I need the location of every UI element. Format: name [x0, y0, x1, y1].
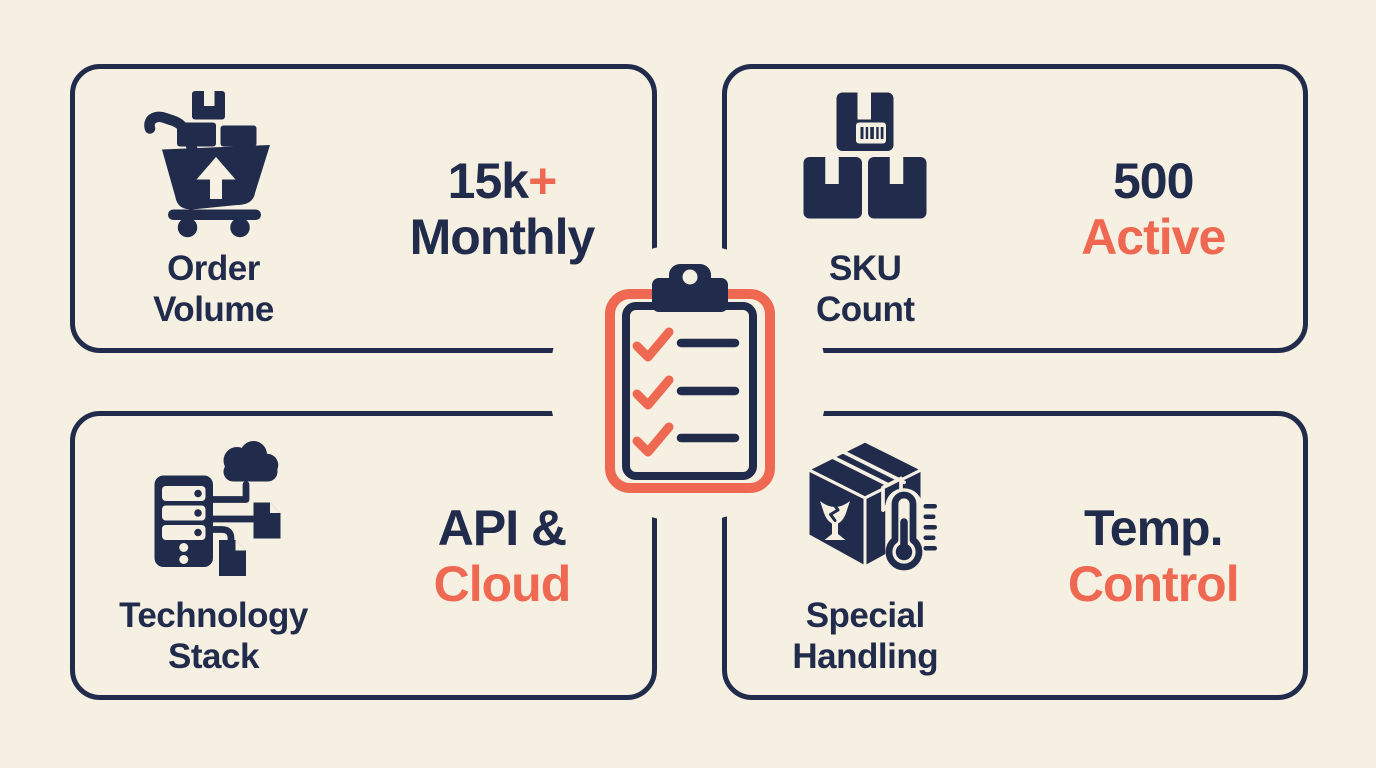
- card-label: Technology Stack: [119, 595, 308, 677]
- card-label-line1: Technology: [119, 595, 308, 635]
- card-technology-stack: Technology Stack API & Cloud: [70, 411, 657, 700]
- value-main: Temp.: [1083, 499, 1224, 556]
- stacked-boxes-icon: [803, 92, 927, 218]
- card-value-line2: Cloud: [433, 555, 572, 612]
- card-value-line1: Temp.: [1083, 499, 1224, 556]
- card-value-line1: API &: [437, 499, 567, 556]
- clipboard-checklist-icon: [605, 264, 775, 493]
- shopping-cart-icon: [144, 90, 271, 237]
- card-label: SKU Count: [816, 248, 915, 330]
- card-value-column: 500 Active: [1003, 69, 1303, 348]
- card-label-line2: Count: [815, 289, 915, 329]
- card-value-line2: Monthly: [409, 208, 596, 265]
- card-sku-count: SKU Count 500 Active: [722, 64, 1308, 353]
- card-value-column: API & Cloud: [352, 416, 652, 695]
- card-icon-label-column: Order Volume: [75, 69, 352, 348]
- card-label-line2: Volume: [153, 289, 274, 329]
- card-label: Order Volume: [153, 248, 274, 330]
- value-main: 15k: [447, 152, 529, 209]
- card-label-line2: Stack: [168, 636, 259, 676]
- card-value-line1: 15k+: [447, 152, 558, 209]
- card-label-line2: Handling: [792, 636, 939, 676]
- card-label-line1: SKU: [829, 248, 902, 288]
- card-value-column: 15k+ Monthly: [352, 69, 652, 348]
- card-icon-label-column: Technology Stack: [75, 416, 352, 695]
- card-label-line1: Special: [805, 595, 926, 635]
- card-label: Special Handling: [792, 595, 938, 677]
- value-main: 500: [1113, 152, 1194, 209]
- card-value-line2: Control: [1067, 555, 1240, 612]
- server-cloud-icon: [154, 440, 281, 576]
- card-order-volume: Order Volume 15k+ Monthly: [70, 64, 657, 353]
- card-value-line2: Active: [1081, 208, 1226, 265]
- card-icon-label-column: SKU Count: [727, 69, 1003, 348]
- value-main: API &: [437, 499, 567, 556]
- card-label-line1: Order: [167, 248, 260, 288]
- value-accent: +: [528, 152, 557, 209]
- card-value-line1: 500: [1113, 152, 1194, 209]
- fragile-box-thermometer-icon: [804, 438, 938, 574]
- card-icon-label-column: Special Handling: [727, 416, 1003, 695]
- card-value-column: Temp. Control: [1003, 416, 1303, 695]
- card-special-handling: Special Handling Temp. Control: [722, 411, 1308, 700]
